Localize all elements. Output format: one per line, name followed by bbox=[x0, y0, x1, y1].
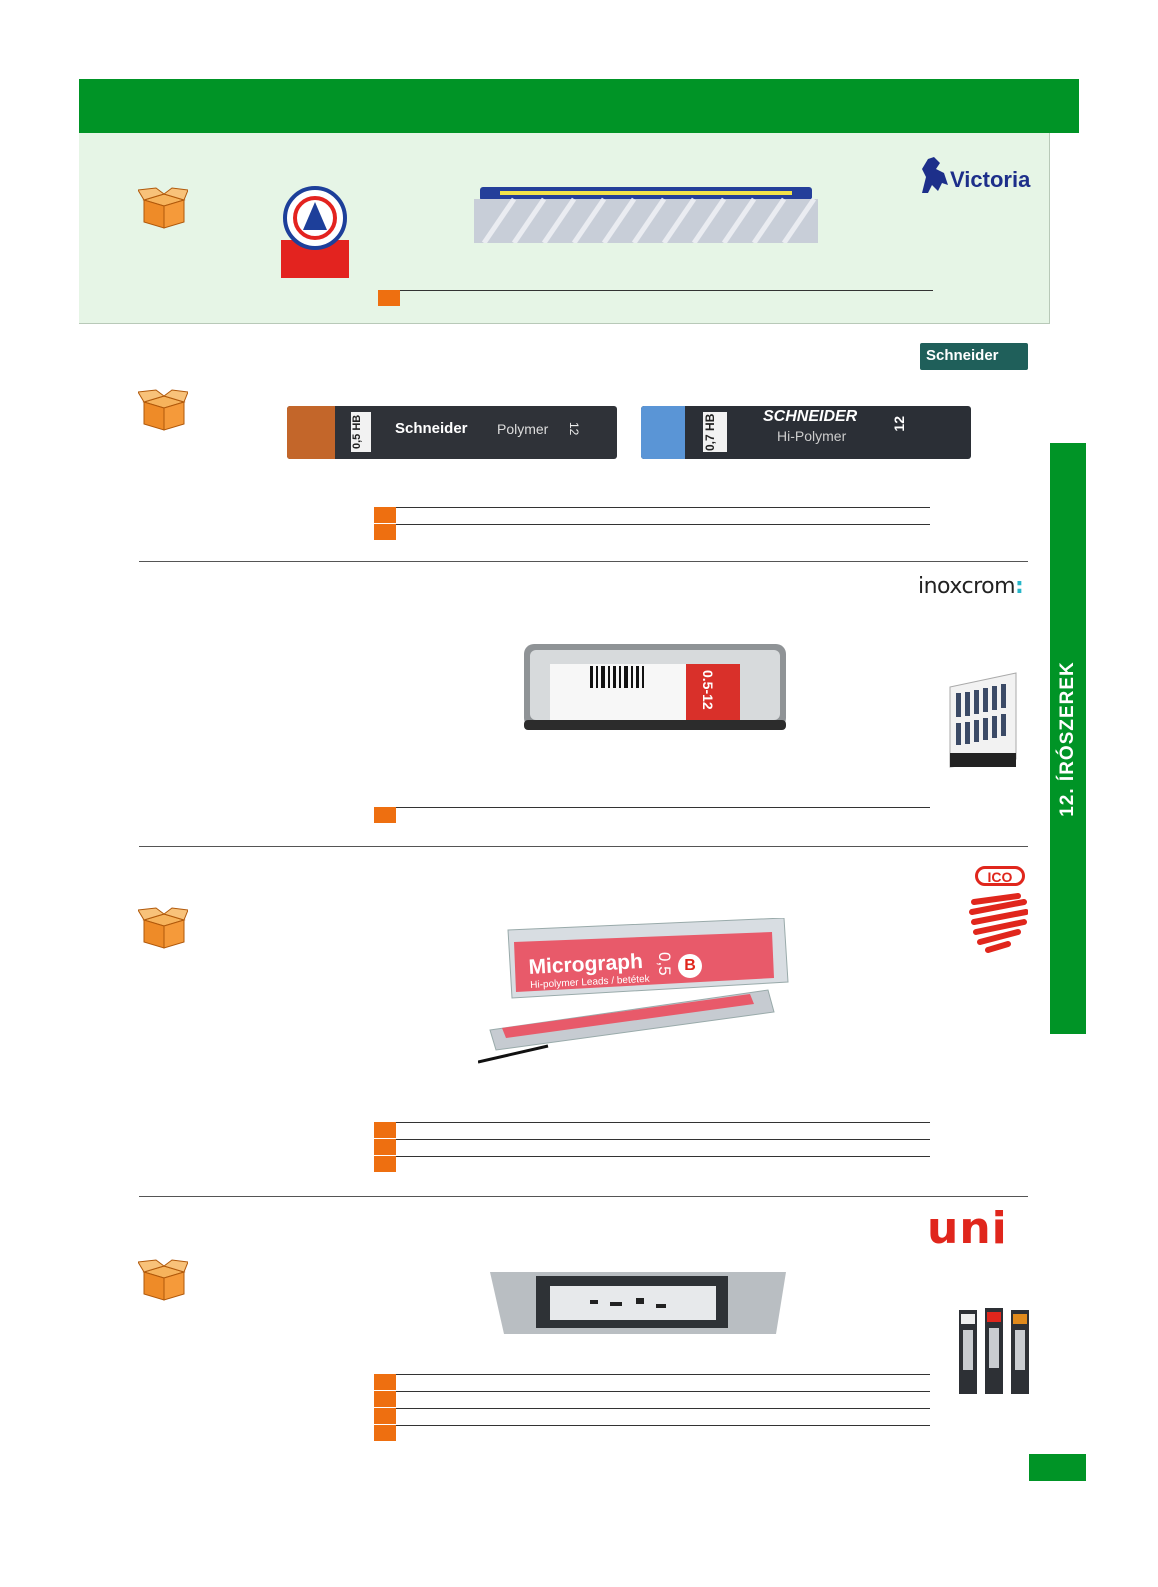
product-name: Polymer bbox=[497, 421, 549, 437]
row-marker bbox=[378, 290, 400, 306]
row-marker bbox=[374, 1156, 396, 1172]
case-label: 0.5-12 bbox=[700, 670, 716, 710]
scribble-icon bbox=[969, 893, 1028, 953]
row-line bbox=[396, 507, 930, 508]
row-line bbox=[396, 1122, 930, 1123]
row-line bbox=[396, 1156, 930, 1157]
lead-count: 12 bbox=[891, 416, 907, 432]
lead-grade: HB bbox=[351, 414, 363, 431]
section-divider bbox=[139, 846, 1028, 847]
brand-logo-inoxcrom: inoxcrom bbox=[918, 574, 1016, 599]
row-line bbox=[396, 1391, 930, 1392]
row-line bbox=[400, 290, 933, 291]
inoxcrom-logo: inoxcrom: bbox=[918, 574, 1024, 599]
box-icon bbox=[138, 389, 188, 431]
section-divider bbox=[139, 561, 1028, 562]
horse-icon bbox=[922, 157, 948, 193]
row-line bbox=[396, 1425, 930, 1426]
row-marker bbox=[374, 1139, 396, 1155]
row-marker bbox=[374, 1408, 396, 1424]
row-line bbox=[396, 1374, 930, 1375]
lead-grade: B bbox=[678, 954, 702, 978]
brand-logo-schneider: Schneider bbox=[926, 347, 999, 364]
schneider-hipolymer-lead-case: 0,7 HB SCHNEIDER Hi-Polymer 12 bbox=[641, 406, 971, 459]
chapter-label: 12. ÍRÓSZEREK bbox=[1057, 660, 1078, 817]
row-marker bbox=[374, 1122, 396, 1138]
uni-lead-case-image bbox=[490, 1272, 786, 1334]
product-name: Hi-Polymer bbox=[777, 428, 847, 444]
header-bar bbox=[79, 79, 1079, 133]
ico-micrograph-lead-case-image: Micrograph Hi-polymer Leads / betétek 0,… bbox=[478, 918, 794, 1068]
victoria-lead-case-image bbox=[474, 187, 818, 243]
brand-logo-ico: ICO bbox=[987, 869, 1013, 885]
row-marker bbox=[374, 1391, 396, 1407]
row-marker bbox=[374, 524, 396, 540]
page-number-tab bbox=[1029, 1454, 1086, 1481]
quality-seal-icon bbox=[281, 186, 349, 278]
box-icon bbox=[138, 187, 188, 229]
lead-grade: HB bbox=[703, 413, 717, 431]
brand-logo-victoria: Victoria bbox=[950, 167, 1031, 192]
lead-size: 0,5 bbox=[655, 952, 674, 976]
lead-size: 0,5 bbox=[351, 433, 363, 450]
lead-size: 0,7 bbox=[703, 434, 717, 451]
box-icon bbox=[138, 907, 188, 949]
row-line bbox=[396, 1139, 930, 1140]
schneider-logo: Schneider bbox=[920, 343, 1028, 370]
row-line bbox=[396, 807, 930, 808]
box-icon bbox=[138, 1259, 188, 1301]
inoxcrom-lead-case-image: 0.5-12 bbox=[520, 642, 790, 730]
victoria-logo: Victoria bbox=[918, 153, 1031, 197]
row-marker bbox=[374, 507, 396, 523]
brand-logo-uni: uni bbox=[927, 1203, 1008, 1254]
ico-logo: ICO bbox=[968, 858, 1028, 954]
lead-count: 12 bbox=[567, 422, 581, 436]
row-marker bbox=[374, 807, 396, 823]
row-line bbox=[396, 524, 930, 525]
section-divider bbox=[139, 1196, 1028, 1197]
chapter-side-tab[interactable]: 12. ÍRÓSZEREK bbox=[1050, 443, 1086, 1034]
product-brand: Schneider bbox=[395, 420, 468, 437]
inoxcrom-display-stand-image bbox=[946, 663, 1020, 769]
row-marker bbox=[374, 1425, 396, 1441]
product-brand: SCHNEIDER bbox=[763, 408, 858, 425]
uni-lead-tubes-image bbox=[957, 1306, 1031, 1398]
row-marker bbox=[374, 1374, 396, 1390]
row-line bbox=[396, 1408, 930, 1409]
schneider-polymer-lead-case: 0,5 HB Schneider Polymer 12 bbox=[287, 406, 617, 459]
